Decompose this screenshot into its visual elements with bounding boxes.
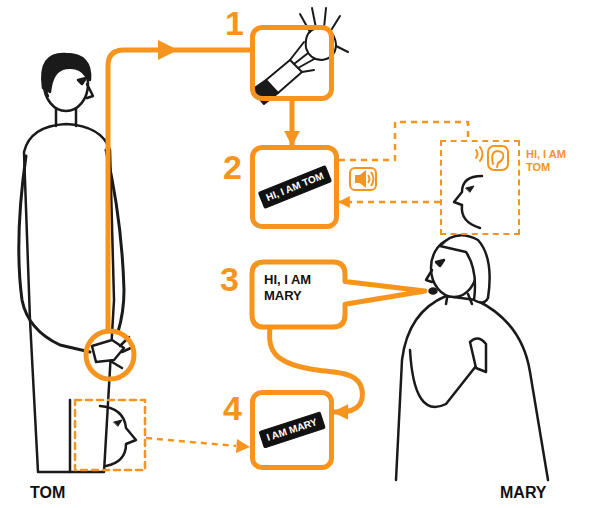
signing-hands-part <box>266 60 302 93</box>
mary-face-closeup-part <box>476 147 483 161</box>
dashed-frame: HI, I AM TOM <box>440 140 520 235</box>
display-text: I AM MARY <box>265 417 318 443</box>
tom-face-closeup-part <box>100 406 136 466</box>
tom-figure-part <box>69 400 72 472</box>
signing-arrow-part <box>108 50 250 331</box>
reading-arrow-part <box>146 438 236 446</box>
flow-connector <box>339 201 440 204</box>
reading-arrow-part <box>236 439 250 453</box>
tom-figure-part <box>78 78 86 84</box>
step-number: 3 <box>220 262 239 296</box>
step-box: 2HI, I AM TOM <box>250 145 339 229</box>
hands-highlight <box>86 331 134 379</box>
speaker-icon-part <box>350 168 376 190</box>
wristband-display: HI, I AM TOM <box>257 165 332 209</box>
mary-figure-part <box>436 260 444 266</box>
step-number: 4 <box>223 391 242 425</box>
tom-figure-part <box>92 340 124 362</box>
speech-text: HI, I AM MARY <box>252 262 331 313</box>
mary-figure-part <box>410 350 476 407</box>
tom-face-closeup <box>75 400 145 470</box>
mary-face-closeup-part <box>454 176 482 228</box>
signing-arrow <box>108 40 250 331</box>
signing-hands-part <box>300 8 348 52</box>
tom-figure-part <box>19 156 90 352</box>
bubble-outline-path <box>252 262 425 327</box>
speaker-icon <box>350 168 376 190</box>
tom-figure-part <box>87 84 93 98</box>
mary-figure-part <box>430 289 437 294</box>
mary-figure-part <box>426 270 432 282</box>
signing-arrow-part <box>158 40 178 60</box>
display-text: HI, I AM TOM <box>264 171 324 203</box>
wristband-display: I AM MARY <box>259 411 326 448</box>
mary-face-closeup <box>454 146 508 228</box>
flow-connector <box>290 101 295 145</box>
mary-face-closeup-part <box>488 146 508 170</box>
heard-text: HI, I AM TOM <box>526 148 584 173</box>
mary-figure-part <box>440 235 490 302</box>
person-name: TOM <box>30 484 65 502</box>
step-number: 1 <box>225 6 244 40</box>
step-box: 1 <box>250 25 334 101</box>
step-number: 2 <box>223 150 242 184</box>
speech-bubble: 3HI, I AM MARY <box>252 262 345 327</box>
speaker-icon-part <box>356 172 365 186</box>
reading-arrow <box>146 438 250 453</box>
flow-connector <box>269 327 362 412</box>
tom-figure-part <box>24 124 114 472</box>
person-name: MARY <box>500 484 547 502</box>
mary-face-closeup-part <box>492 151 503 167</box>
mary-face-closeup-part <box>466 186 474 192</box>
step-box: 4I AM MARY <box>250 390 334 470</box>
speaker-icon-part <box>368 172 374 186</box>
mary-figure-part <box>396 296 548 480</box>
tom-figure-part <box>46 86 50 96</box>
mary-figure-part <box>470 338 486 372</box>
tom-face-closeup-part <box>75 400 145 470</box>
mary-figure <box>396 235 548 480</box>
tom-face-closeup-part <box>114 420 122 426</box>
